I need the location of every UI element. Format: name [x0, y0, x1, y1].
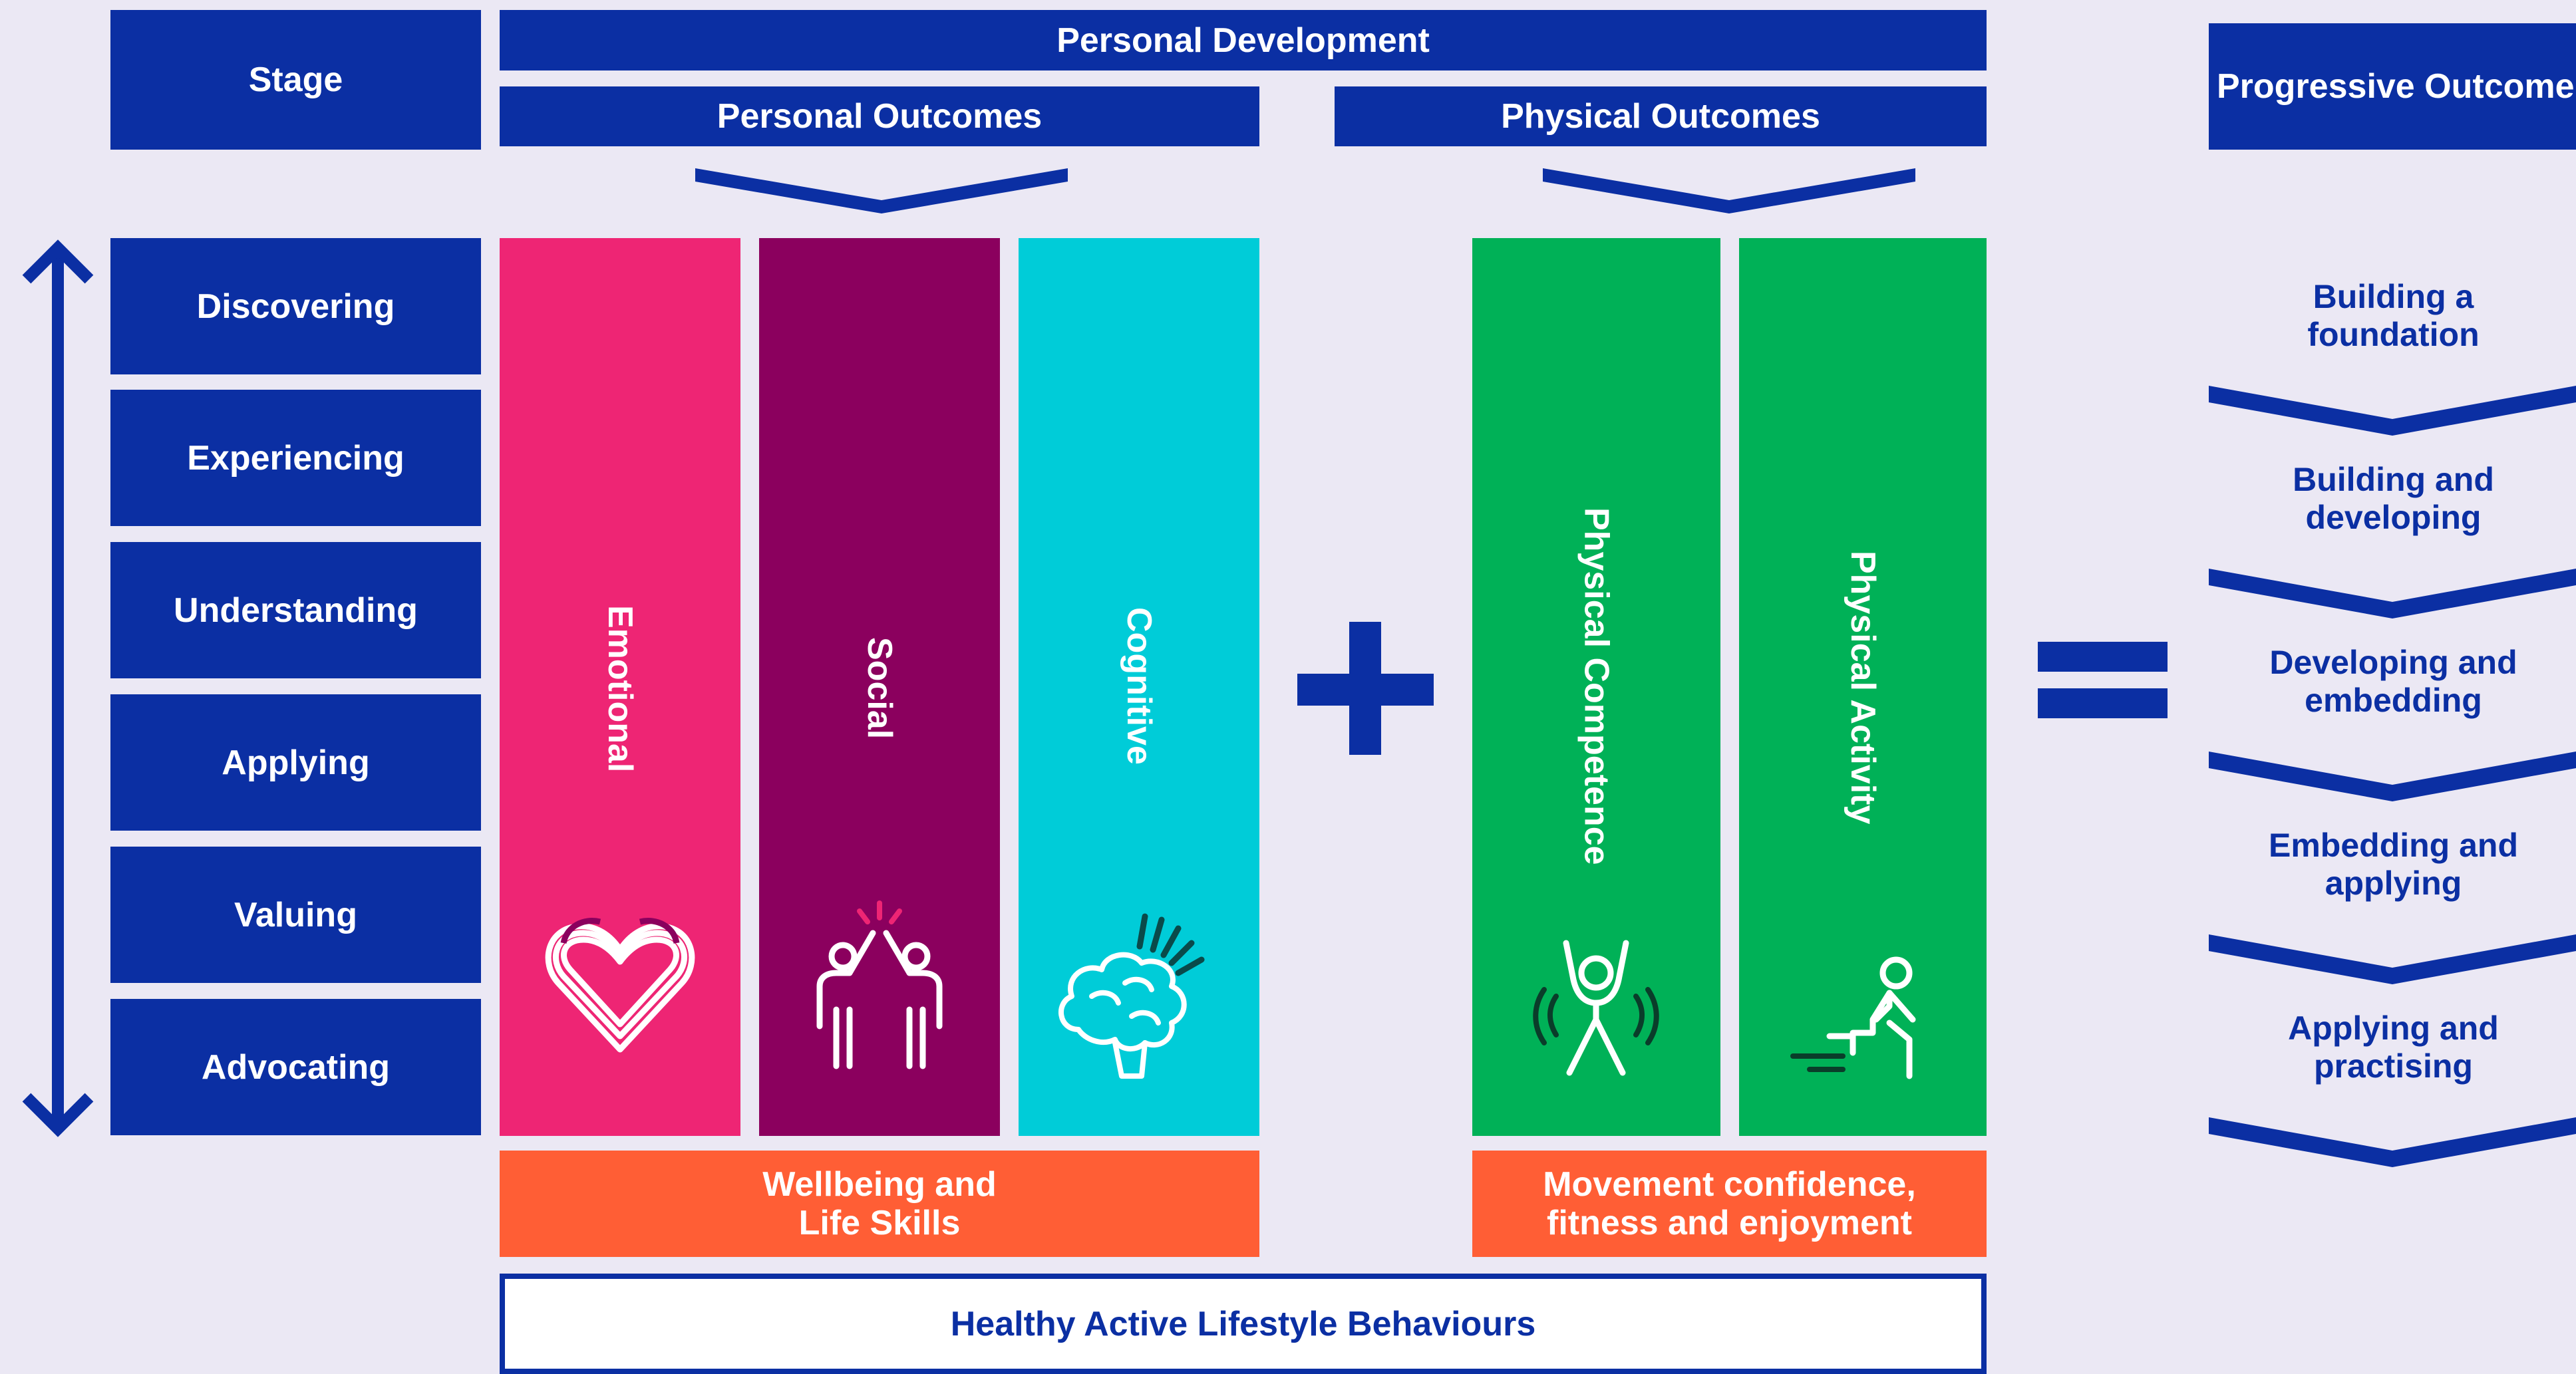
plus-sign	[1297, 622, 1434, 755]
physical-competence-column: Physical Competence	[1472, 238, 1720, 1136]
social-label: Social	[860, 637, 899, 740]
physical-activity-label: Physical Activity	[1844, 551, 1882, 825]
stage-understanding: Understanding	[110, 542, 481, 678]
outcome-chevron-2	[2209, 569, 2576, 618]
physical-activity-column: Physical Activity	[1739, 238, 1987, 1136]
personal-outcomes-header: Personal Outcomes	[500, 86, 1259, 146]
stage-discovering: Discovering	[110, 238, 481, 374]
physical-outcomes-header: Physical Outcomes	[1335, 86, 1987, 146]
personal-development-header: Personal Development	[500, 10, 1987, 70]
stage-experiencing: Experiencing	[110, 390, 481, 526]
outcome-applying-practising: Applying and practising	[2288, 1010, 2499, 1085]
movement-label: Movement confidence, fitness and enjoyme…	[1543, 1165, 1916, 1242]
physical-competence-label: Physical Competence	[1577, 507, 1616, 865]
stage-valuing: Valuing	[110, 847, 481, 983]
social-column: Social	[759, 238, 1000, 1136]
healthy-behaviours-box: Healthy Active Lifestyle Behaviours	[500, 1274, 1987, 1374]
outcome-building-developing: Building and developing	[2293, 461, 2494, 536]
stage-applying: Applying	[110, 694, 481, 831]
brain-icon	[1058, 913, 1205, 1079]
wellbeing-label: Wellbeing and Life Skills	[762, 1165, 997, 1242]
outcome-chevron-1	[2209, 386, 2576, 436]
heart-icon	[545, 918, 695, 1053]
movement-box: Movement confidence, fitness and enjoyme…	[1472, 1151, 1987, 1257]
emotional-column: Emotional	[500, 238, 740, 1136]
cognitive-column: Cognitive	[1019, 238, 1259, 1136]
outcome-chevron-5	[2209, 1117, 2576, 1167]
outcome-developing-embedding: Developing and embedding	[2269, 644, 2517, 719]
equals-sign	[2038, 642, 2168, 718]
outcome-embedding-applying: Embedding and applying	[2269, 827, 2518, 902]
progressive-outcome-header: Progressive Outcome	[2209, 23, 2576, 150]
high-five-icon	[816, 900, 943, 1069]
wellbeing-box: Wellbeing and Life Skills	[500, 1151, 1259, 1257]
outcome-chevron-4	[2209, 934, 2576, 984]
personal-outcomes-chevron	[695, 168, 1068, 213]
cognitive-label: Cognitive	[1120, 607, 1158, 765]
physical-outcomes-chevron	[1543, 168, 1915, 213]
stepping-person-icon	[1790, 956, 1916, 1079]
outcome-chevron-3	[2209, 752, 2576, 801]
stage-progression-arrow-bottom	[22, 466, 94, 1137]
outcome-building-foundation: Building a foundation	[2307, 278, 2480, 353]
jumping-person-icon	[1533, 940, 1659, 1076]
stage-header: Stage	[110, 10, 481, 150]
emotional-label: Emotional	[601, 605, 639, 773]
stage-advocating: Advocating	[110, 999, 481, 1135]
stage-progression-double-arrow	[22, 239, 94, 466]
